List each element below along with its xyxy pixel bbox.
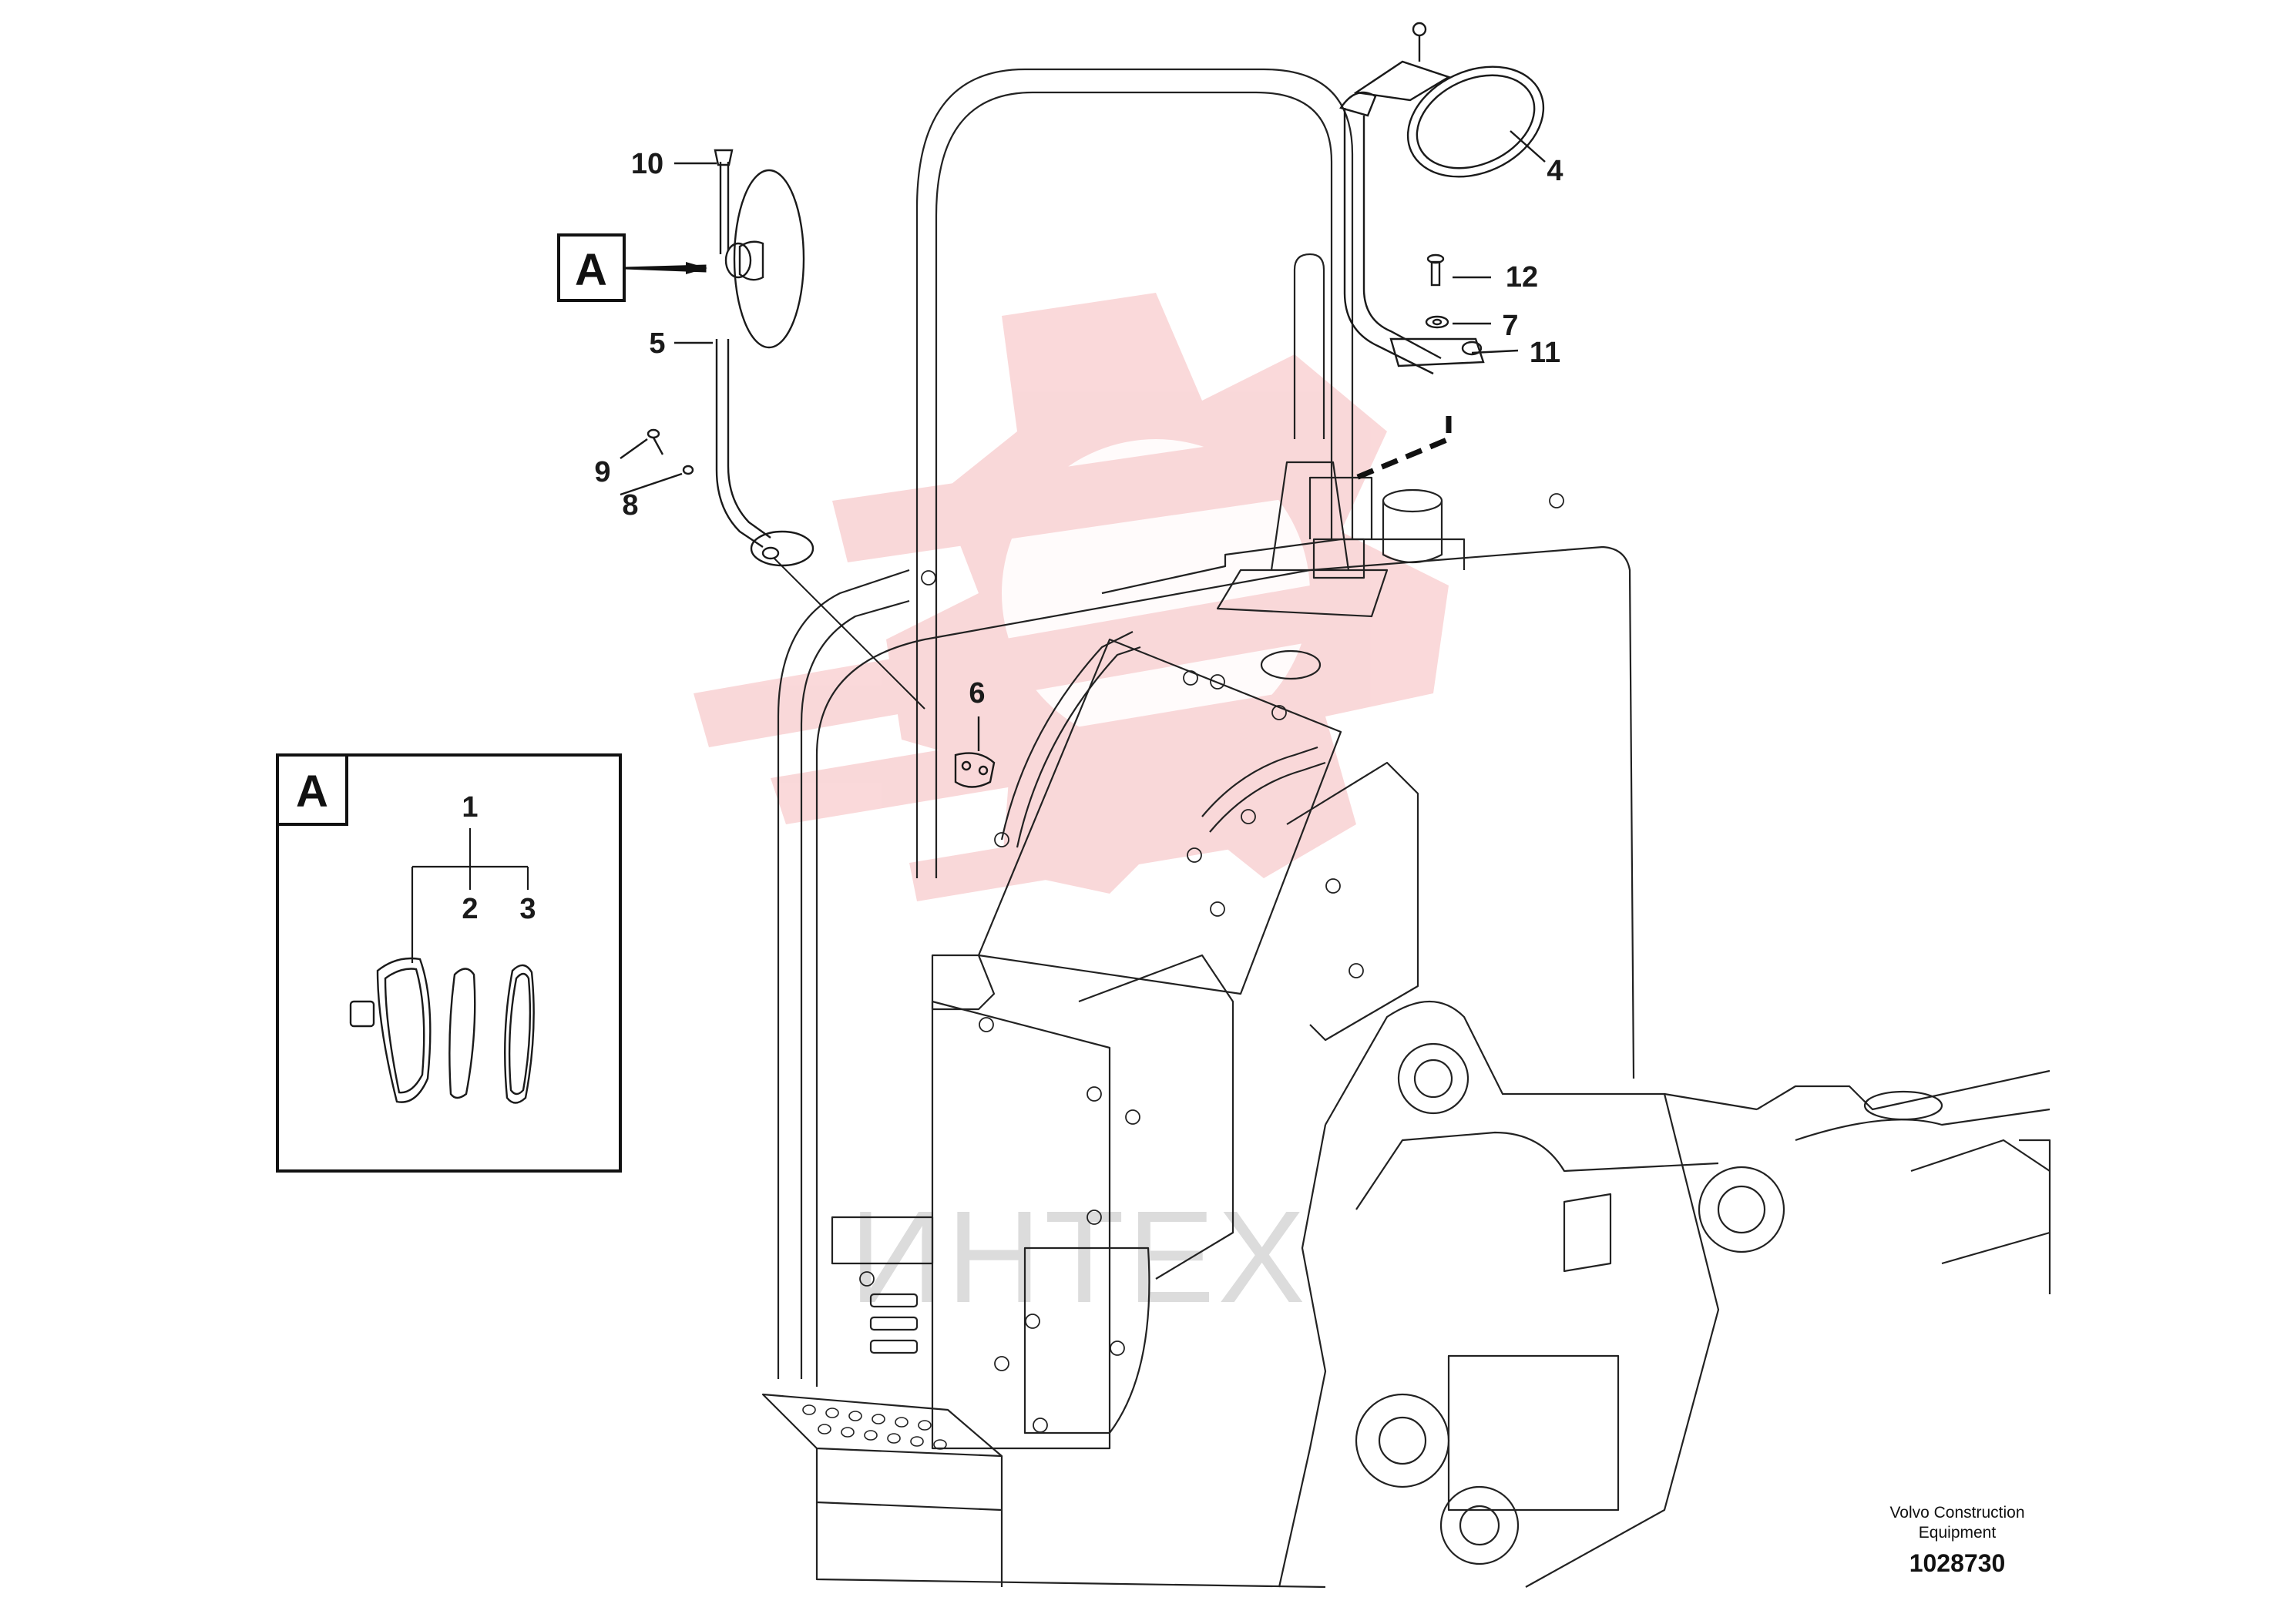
callout-6: 6 — [969, 677, 985, 710]
callout-10: 10 — [631, 148, 663, 180]
watermark-gear-logo — [694, 293, 1449, 901]
drawing-number: 1028730 — [1909, 1549, 2006, 1577]
callout-5: 5 — [649, 327, 665, 360]
callout-4: 4 — [1547, 155, 1563, 187]
callout-leaders — [620, 130, 1546, 751]
detail-view-a — [276, 753, 622, 1173]
view-a-reference-box — [557, 233, 626, 302]
callout-12: 12 — [1506, 261, 1538, 294]
callout-7: 7 — [1502, 310, 1518, 342]
callout-2: 2 — [462, 893, 478, 925]
company-name-line2: Equipment — [1919, 1524, 1997, 1542]
watermark-text: ИНТЕХ — [849, 1184, 1308, 1330]
machine-body — [761, 68, 2051, 1589]
housing-bolts — [859, 493, 1564, 1433]
hidden-connection-line — [1355, 416, 1452, 481]
company-name-line1: Volvo Construction — [1889, 1504, 2024, 1522]
left-mirror-assembly — [647, 149, 996, 788]
right-mirror-assembly — [1339, 22, 1545, 375]
callout-9: 9 — [594, 456, 610, 488]
callout-3: 3 — [519, 893, 536, 925]
callout-labels: 1 2 3 4 5 6 7 8 9 10 11 12 — [462, 148, 1563, 925]
view-a-arrowhead — [686, 262, 707, 274]
view-a-reference-letter: A — [575, 245, 607, 295]
detail-view-a-letter: A — [296, 767, 328, 817]
step-tread-holes — [802, 1404, 947, 1450]
callout-1: 1 — [462, 791, 478, 824]
callout-8: 8 — [622, 489, 638, 522]
callout-11: 11 — [1530, 337, 1560, 369]
